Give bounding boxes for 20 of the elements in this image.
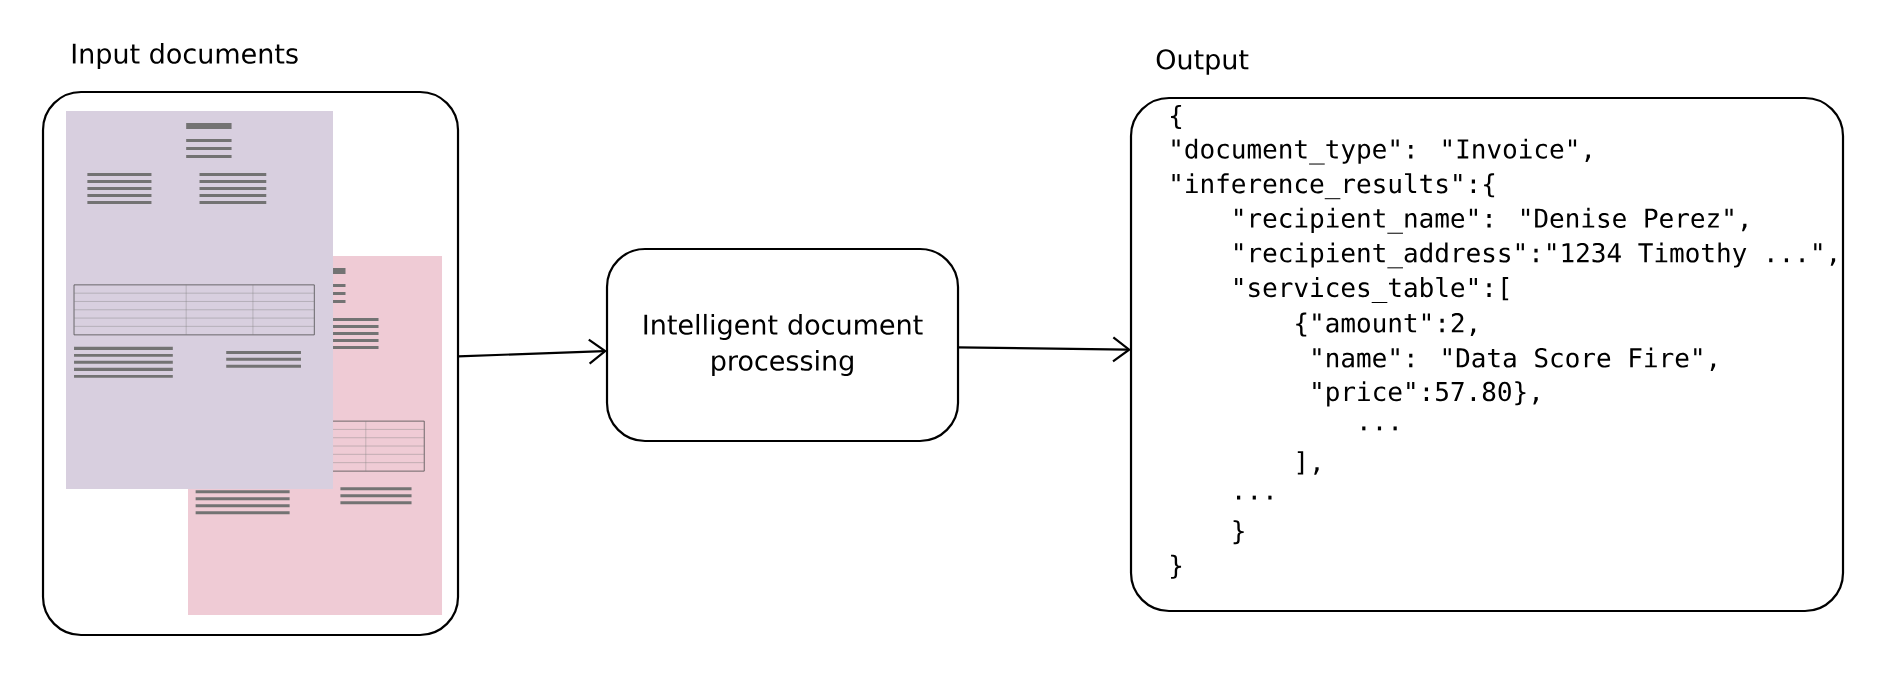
code-line: } (1233, 520, 1244, 545)
code-line: ... (1362, 426, 1397, 431)
code-line: ], (1297, 451, 1319, 475)
code-line: "inference_results":{ (1172, 173, 1495, 200)
code-line: {"amount":2, (1296, 312, 1476, 337)
code-line: } (1171, 554, 1182, 579)
code-line: "recipient_name": "Denise Perez", (1235, 207, 1747, 234)
document-picture (66, 111, 333, 489)
code-line: ... (1237, 495, 1272, 500)
code-line: "price":57.80}, (1313, 381, 1538, 407)
arrow (457, 338, 607, 365)
panel-heading: Input documents (72, 42, 298, 70)
code-line: "recipient_address":"1234 Timothy ...", (1235, 242, 1836, 269)
code-line: { (1171, 105, 1182, 129)
arrow (958, 336, 1131, 363)
process-box: Intelligent document processing (605, 247, 960, 443)
code-line: "name": "Data Score Fire", (1313, 347, 1716, 371)
panel-heading: Output (1156, 49, 1249, 75)
code-line: "document_type": "Invoice", (1172, 138, 1590, 165)
code-line: "services_table":[ (1235, 276, 1509, 303)
